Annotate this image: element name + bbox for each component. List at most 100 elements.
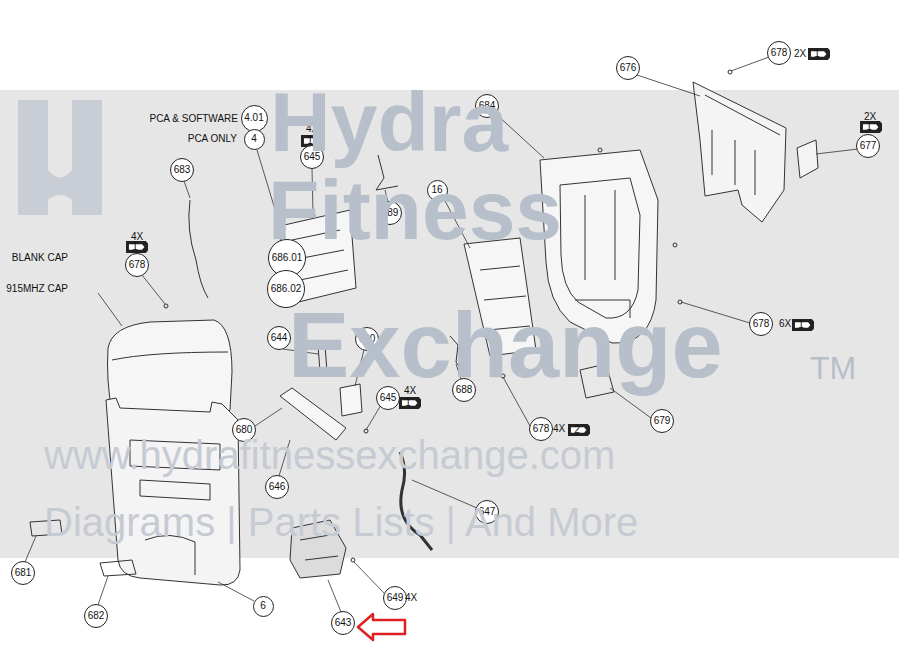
callout-text: 649 bbox=[387, 593, 404, 603]
drawing-element bbox=[100, 560, 136, 576]
callout-text: 678 bbox=[771, 48, 788, 58]
flag-shape bbox=[126, 242, 147, 253]
quantity-flag: 1 bbox=[399, 397, 421, 409]
drawing-element bbox=[797, 140, 818, 178]
part-label: 4X bbox=[405, 593, 417, 603]
drawing-element bbox=[328, 580, 341, 612]
part-label: BLANK CAP bbox=[12, 253, 68, 263]
drawing-element bbox=[366, 405, 381, 430]
drawing-element bbox=[358, 614, 405, 640]
part-label: PCA & SOFTWARE bbox=[149, 114, 238, 124]
callout-text: 1 bbox=[132, 242, 138, 252]
part-label: 4X bbox=[131, 232, 143, 242]
flag-shape bbox=[808, 49, 829, 60]
callout-number: 643 bbox=[331, 611, 355, 635]
drawing-element bbox=[610, 388, 651, 418]
quantity-flag: 1 bbox=[808, 48, 830, 60]
drawing-element bbox=[673, 243, 677, 247]
callout-text: 683 bbox=[174, 165, 191, 175]
callout-text: 1 bbox=[405, 398, 411, 408]
callout-number: 681 bbox=[11, 561, 35, 585]
part-label: 915MHZ CAP bbox=[6, 284, 68, 294]
callout-text: 1 bbox=[798, 320, 804, 330]
callout-text: 686.02 bbox=[271, 284, 302, 294]
callout-text: 676 bbox=[620, 63, 637, 73]
callout-text: 643 bbox=[335, 618, 352, 628]
callout-number: 676 bbox=[616, 56, 640, 80]
flag-shape bbox=[399, 398, 420, 409]
drawing-element bbox=[142, 275, 165, 304]
callout-text: 679 bbox=[654, 416, 671, 426]
flag-shape bbox=[792, 320, 813, 331]
drawing-element bbox=[354, 562, 385, 594]
callout-text: 646 bbox=[269, 482, 286, 492]
part-label: 2X bbox=[794, 49, 806, 59]
callout-text: 682 bbox=[88, 611, 105, 621]
drawing-element bbox=[598, 148, 602, 152]
watermark-text: Exchange bbox=[288, 299, 723, 391]
callout-number: 682 bbox=[84, 604, 108, 628]
drawing-element bbox=[98, 576, 108, 605]
drawing-element bbox=[693, 82, 786, 222]
drawing-element bbox=[705, 95, 780, 195]
drawing-element bbox=[255, 408, 282, 426]
callout-text: 2 bbox=[574, 425, 580, 435]
callout-number: 678 bbox=[125, 253, 149, 277]
callout-text: 677 bbox=[860, 141, 877, 151]
drawing-element bbox=[637, 75, 700, 96]
callout-text: 4 bbox=[251, 134, 257, 144]
callout-text: 680 bbox=[236, 425, 253, 435]
drawing-element bbox=[98, 293, 122, 326]
callout-number: 649 bbox=[383, 586, 407, 610]
callout-text: 645 bbox=[380, 393, 397, 403]
drawing-element bbox=[25, 536, 36, 562]
callout-number: 678 bbox=[767, 41, 791, 65]
drawing-element bbox=[351, 558, 355, 562]
drawing-element bbox=[560, 178, 640, 318]
callout-number: 683 bbox=[170, 158, 194, 182]
drawing-element bbox=[280, 388, 346, 440]
drawing-element bbox=[731, 57, 769, 71]
quantity-flag: 1 bbox=[792, 319, 814, 331]
part-label: 4X bbox=[553, 424, 565, 434]
drawing-element bbox=[184, 181, 190, 198]
watermark-text: Hydra bbox=[270, 80, 508, 164]
callout-text: 6 bbox=[260, 601, 266, 611]
callout-number: 4.01 bbox=[241, 105, 268, 132]
callout-number: 6 bbox=[253, 596, 274, 617]
callout-text: 686.01 bbox=[272, 253, 303, 263]
drawing-element bbox=[18, 100, 102, 215]
callout-number: 677 bbox=[856, 134, 880, 158]
callout-text: 681 bbox=[15, 568, 32, 578]
callout-number: 679 bbox=[650, 409, 674, 433]
flag-shape bbox=[568, 425, 589, 436]
callout-text: 678 bbox=[753, 319, 770, 329]
drawing-element bbox=[30, 70, 818, 585]
quantity-flag: 1 bbox=[860, 121, 882, 133]
drawing-element bbox=[218, 582, 254, 601]
callout-text: 644 bbox=[271, 333, 288, 343]
drawing-element bbox=[164, 304, 168, 308]
callout-text: 1 bbox=[866, 122, 872, 132]
watermark-text: TM bbox=[810, 352, 856, 384]
callout-number: 646 bbox=[265, 475, 289, 499]
quantity-flag: 1 bbox=[126, 241, 148, 253]
part-label: 6X bbox=[779, 319, 791, 329]
drawing-element bbox=[25, 57, 858, 612]
watermark-text: Fitness bbox=[268, 168, 562, 252]
callout-number: 4 bbox=[244, 129, 265, 150]
part-label: PCA ONLY bbox=[188, 134, 237, 144]
callout-number: 678 bbox=[749, 312, 773, 336]
drawing-element bbox=[189, 200, 208, 298]
callout-text: 678 bbox=[129, 260, 146, 270]
drawing-element bbox=[106, 398, 240, 585]
drawing-element bbox=[112, 352, 228, 360]
callout-text: 678 bbox=[533, 424, 550, 434]
drawing-element bbox=[816, 149, 858, 154]
watermark-text: www.hydrafitnessexchange.com bbox=[44, 435, 615, 475]
part-label: 2X bbox=[864, 112, 876, 122]
callout-number: 644 bbox=[267, 326, 291, 350]
callout-text: 1 bbox=[814, 49, 820, 59]
callout-text: 4.01 bbox=[244, 113, 263, 123]
